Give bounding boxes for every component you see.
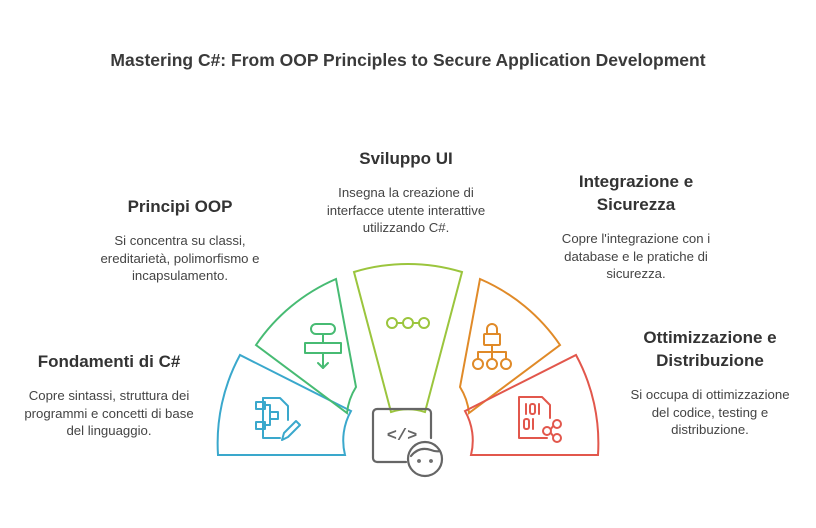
process-flow-icon bbox=[304, 323, 342, 369]
flowchart-edit-icon bbox=[255, 397, 301, 441]
segment-fondamenti bbox=[216, 353, 353, 456]
diagram-title: Mastering C#: From OOP Principles to Sec… bbox=[110, 50, 706, 70]
block-sviluppo-ui: Sviluppo UI Insegna la creazione di inte… bbox=[318, 147, 494, 237]
block-ottimizzazione: Ottimizzazione e Distribuzione Si occupa… bbox=[620, 326, 800, 439]
segment-sviluppo-ui bbox=[352, 262, 464, 414]
heading-ottimizzazione: Ottimizzazione e Distribuzione bbox=[643, 328, 777, 370]
heading-sviluppo-ui: Sviluppo UI bbox=[359, 149, 453, 168]
description-fondamenti: Copre sintassi, struttura dei programmi … bbox=[24, 388, 194, 438]
code-glyph: </> bbox=[387, 427, 418, 446]
heading-fondamenti: Fondamenti di C# bbox=[37, 352, 181, 371]
heading-principi-oop: Principi OOP bbox=[127, 197, 233, 216]
description-principi-oop: Si concentra su classi, ereditarietà, po… bbox=[100, 233, 260, 283]
heading-integrazione-sicurezza: Integrazione e Sicurezza bbox=[578, 172, 694, 214]
block-integrazione-sicurezza: Integrazione e Sicurezza Copre l'integra… bbox=[548, 170, 724, 283]
description-ottimizzazione: Si occupa di ottimizzazione del codice, … bbox=[630, 387, 790, 437]
segment-principi-oop bbox=[254, 277, 358, 415]
lock-hierarchy-icon bbox=[472, 323, 512, 370]
description-integrazione-sicurezza: Copre l'integrazione con i database e le… bbox=[561, 231, 711, 281]
description-sviluppo-ui: Insegna la creazione di interfacce utent… bbox=[326, 185, 486, 235]
block-fondamenti: Fondamenti di C# Copre sintassi, struttu… bbox=[18, 350, 200, 440]
segment-integrazione-sicurezza bbox=[458, 277, 562, 415]
segment-ottimizzazione bbox=[463, 353, 600, 456]
block-principi-oop: Principi OOP Si concentra su classi, ere… bbox=[92, 195, 268, 285]
developer-code-icon: </> bbox=[371, 407, 444, 478]
binary-share-icon bbox=[518, 396, 562, 443]
connected-nodes-icon bbox=[386, 317, 430, 329]
